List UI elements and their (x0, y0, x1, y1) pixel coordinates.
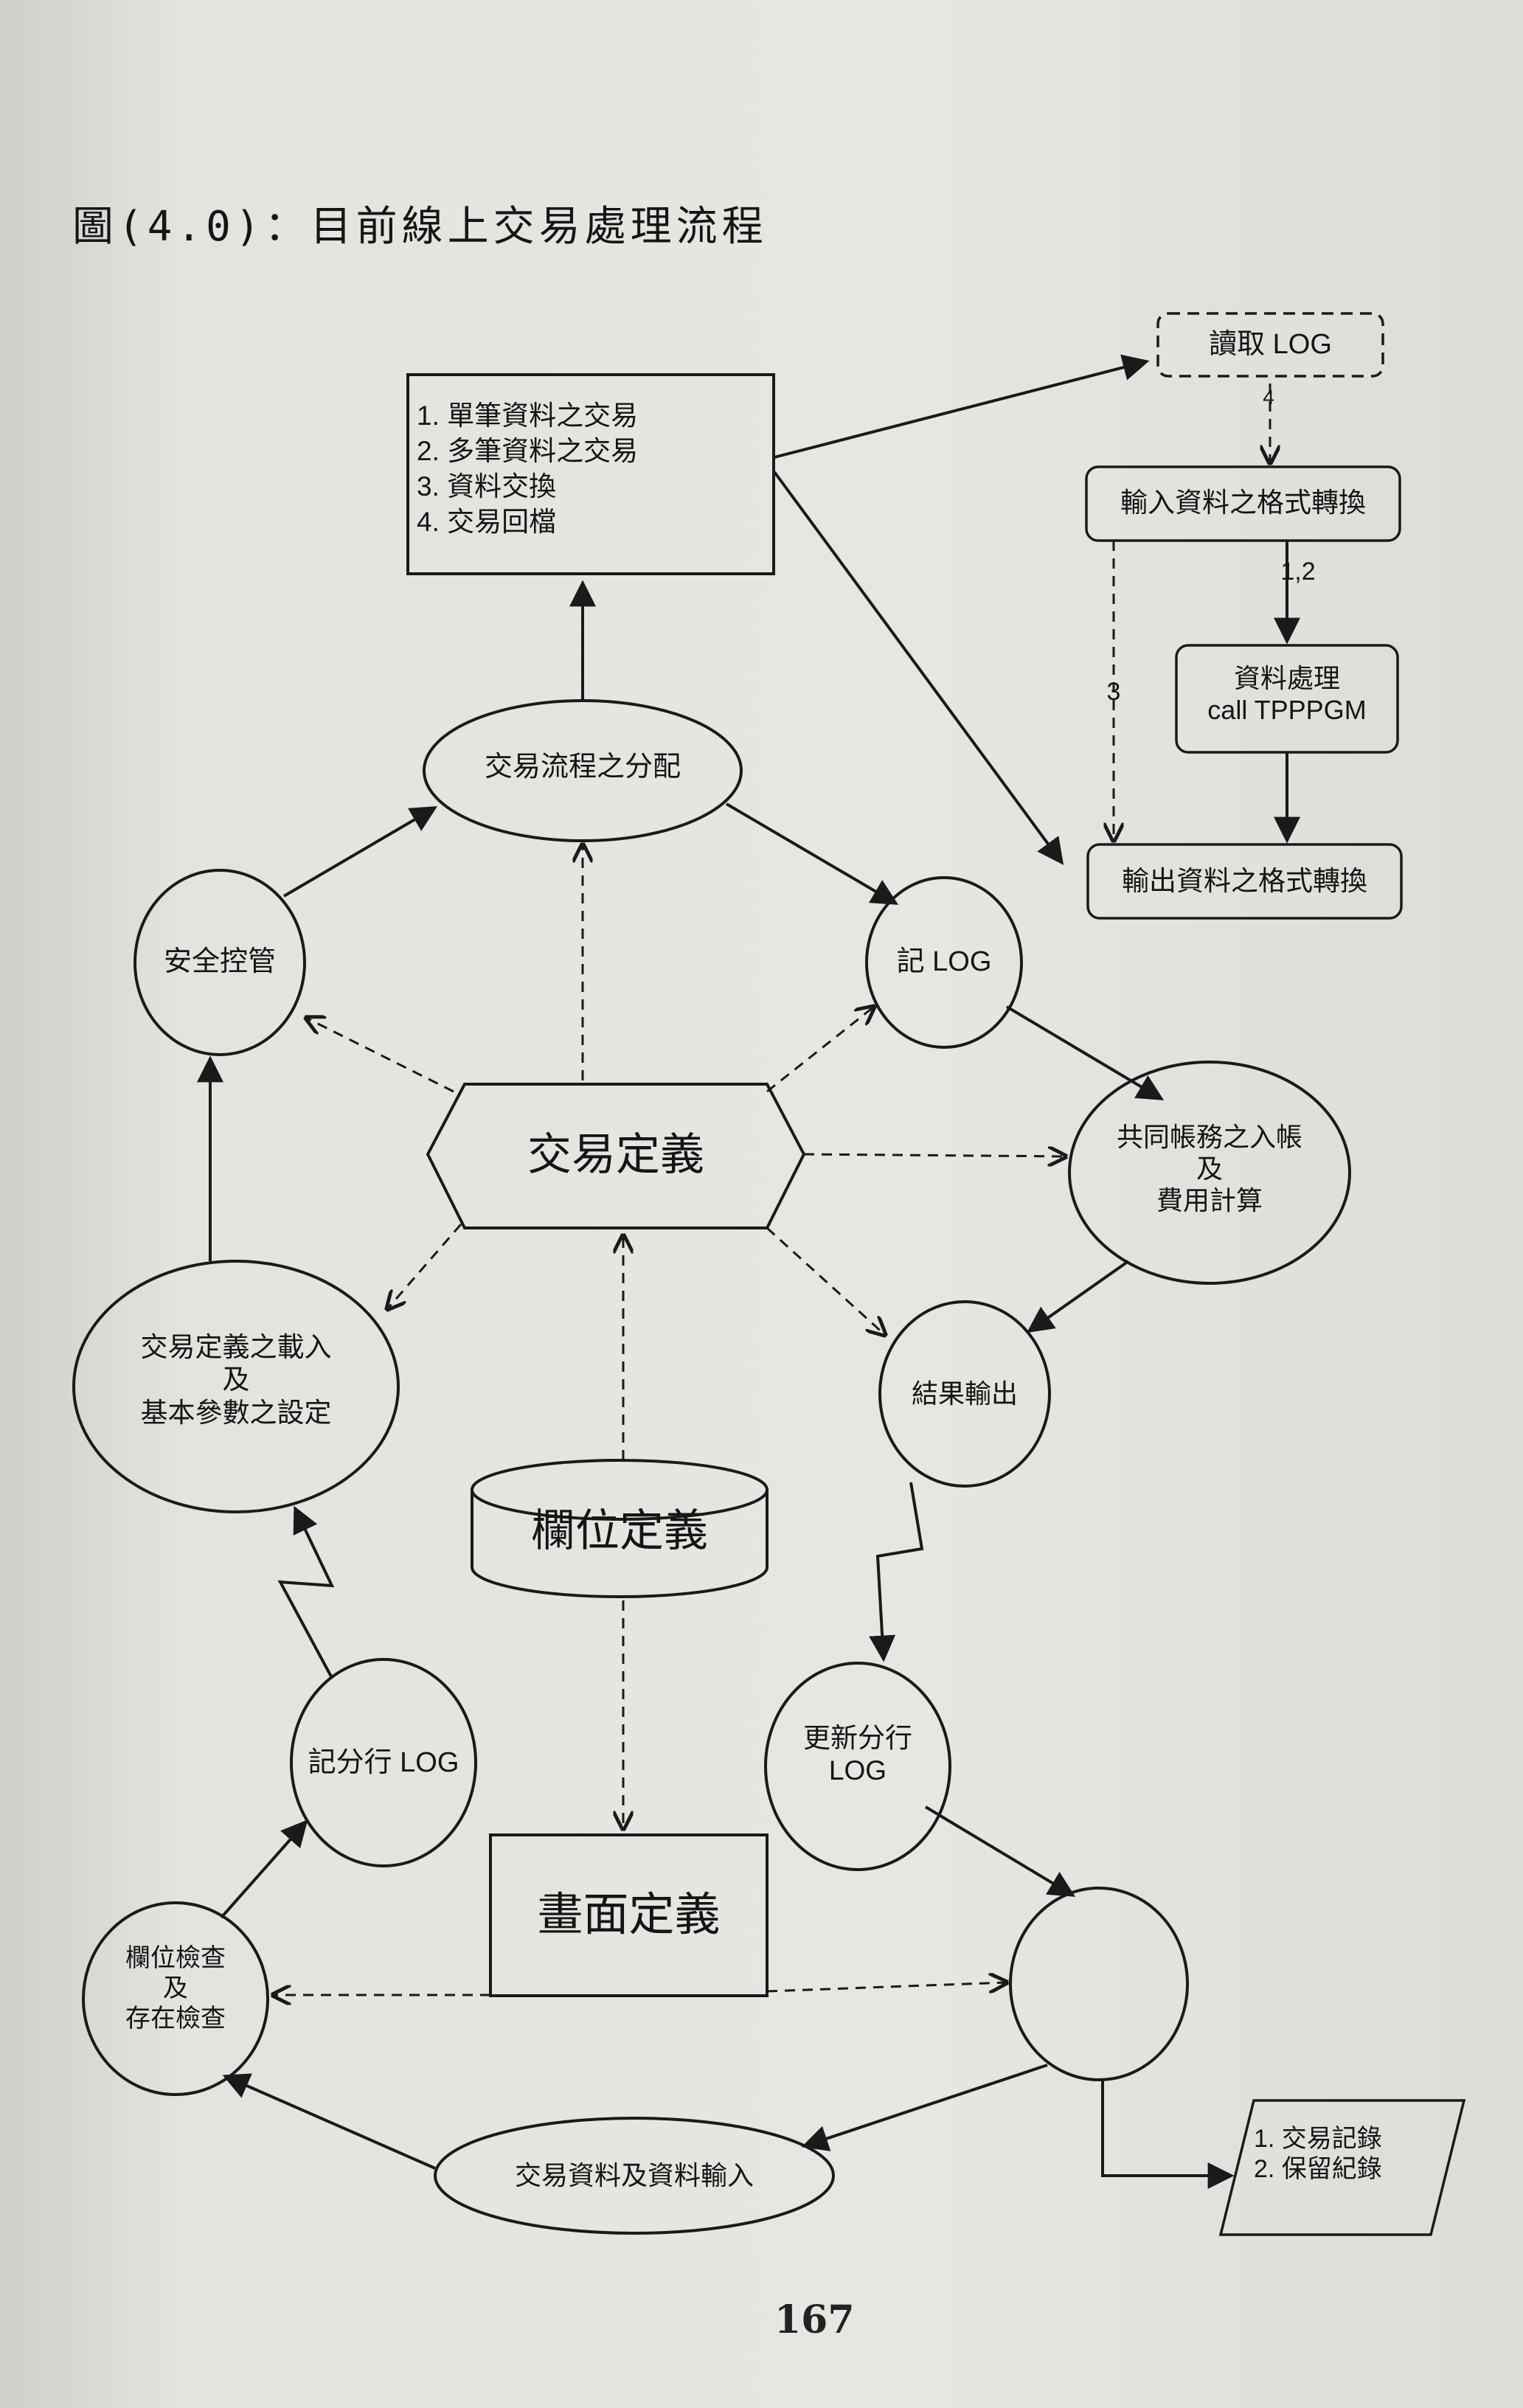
output-format-label: 輸出資料之格式轉換 (1122, 866, 1367, 896)
transaction-input-ellipse (434, 2117, 835, 2235)
faded-process-circle (1009, 1887, 1189, 2081)
load-definition-ellipse (72, 1260, 400, 1513)
edge-def-to-result (766, 1226, 885, 1335)
page-number: 167 (774, 2297, 855, 2342)
shared-account-line-3: 費用計算 (1156, 1185, 1263, 1216)
shared-account-line-2: 及 (1196, 1153, 1223, 1184)
main-item-3: 3. 資料交換 (417, 471, 557, 502)
main-item-2: 2. 多筆資料之交易 (417, 436, 639, 466)
edge-screen-to-faded (766, 1982, 1007, 1991)
read-log-box (1156, 312, 1384, 378)
result-output-label: 結果輸出 (911, 1378, 1018, 1409)
output-format-box (1086, 843, 1403, 920)
load-definition-line-3: 基本參數之設定 (140, 1397, 332, 1428)
branch-log-circle (290, 1658, 477, 1867)
log-circle (865, 876, 1023, 1049)
data-processing-line-1: 資料處理 (1233, 663, 1340, 693)
input-format-box (1085, 465, 1401, 542)
result-output-circle (878, 1300, 1051, 1488)
edge-label-1-2: 1,2 (1280, 558, 1316, 586)
edge-label-4: 4 (1263, 386, 1274, 409)
update-branch-log-line-1: 更新分行 (803, 1723, 912, 1753)
figure-title: 圖(4.0)：目前線上交易處理流程 (72, 203, 768, 251)
data-processing-line-2: call TPPPGM (1207, 695, 1367, 726)
branch-log-label: 記分行 LOG (308, 1747, 459, 1778)
edge-box-to-read-log (774, 354, 1150, 459)
load-definition-line-2: 及 (222, 1364, 250, 1395)
security-label: 安全控管 (163, 946, 276, 977)
field-check-line-3: 存在檢查 (125, 2004, 226, 2033)
edge-def-to-security (306, 1018, 454, 1093)
load-definition-line-1: 交易定義之載入 (140, 1332, 332, 1362)
screen-definition-box (489, 1833, 769, 1997)
log-label: 記 LOG (896, 946, 992, 977)
edge-update-log-to-faded (924, 1805, 1076, 1897)
input-format-label: 輸入資料之格式轉換 (1120, 488, 1366, 518)
edge-faded-to-output-doc (1101, 2080, 1235, 2189)
field-check-label: 欄位檢查 及 存在檢查 (83, 1943, 268, 2033)
data-processing-label: 資料處理 call TPPPGM (1176, 662, 1398, 726)
edge-def-to-shared (803, 1154, 1066, 1156)
edge-label-3: 3 (1106, 678, 1121, 706)
field-definition-cylinder (471, 1459, 769, 1598)
edge-security-to-dispatch (282, 806, 438, 898)
update-branch-log-line-2: LOG (828, 1755, 887, 1786)
field-check-line-2: 及 (163, 1974, 188, 2002)
edge-log-to-shared (1005, 1005, 1165, 1100)
shared-account-label: 共同帳務之入帳 及 費用計算 (1084, 1121, 1335, 1217)
transaction-input-label: 交易資料及資料輸入 (514, 2160, 754, 2190)
output-document-line-2: 2. 保留紀錄 (1254, 2154, 1382, 2183)
screen-definition-label: 畫面定義 (537, 1890, 721, 1940)
main-item-1: 1. 單筆資料之交易 (417, 400, 639, 431)
dispatch-label: 交易流程之分配 (484, 752, 681, 783)
output-document-line-1: 1. 交易記錄 (1254, 2125, 1382, 2153)
edge-dispatch-to-log (725, 802, 899, 905)
edge-input-to-field-check (222, 2073, 436, 2170)
edge-branch-log-to-load (277, 1505, 335, 1679)
load-definition-label: 交易定義之載入 及 基本參數之設定 (81, 1331, 391, 1429)
dispatch-ellipse (423, 699, 743, 842)
edge-def-to-load (387, 1224, 462, 1309)
edge-box-to-output-format (773, 471, 1064, 865)
update-branch-log-circle (764, 1662, 951, 1871)
shared-account-line-1: 共同帳務之入帳 (1116, 1122, 1302, 1152)
edge-shared-to-result (1027, 1260, 1130, 1333)
field-check-line-1: 欄位檢查 (125, 1944, 226, 1972)
update-branch-log-label: 更新分行 LOG (766, 1722, 950, 1788)
edge-field-check-to-branch-log (220, 1819, 308, 1919)
main-item-4: 4. 交易回檔 (417, 507, 557, 537)
field-check-circle (82, 1901, 269, 2096)
main-transaction-box (406, 373, 775, 575)
edge-result-to-update (869, 1482, 924, 1662)
main-transaction-list: 1. 單筆資料之交易 2. 多筆資料之交易 3. 資料交換 4. 交易回檔 (417, 398, 638, 540)
security-circle (133, 869, 306, 1056)
read-log-label: 讀取 LOG (1209, 329, 1332, 360)
edge-faded-to-input (801, 2064, 1048, 2151)
output-document-label: 1. 交易記錄 2. 保留紀錄 (1254, 2124, 1423, 2185)
shared-account-ellipse (1068, 1061, 1351, 1285)
edge-def-to-log (766, 1007, 874, 1093)
transaction-definition-label: 交易定義 (527, 1130, 704, 1179)
field-definition-label: 欄位定義 (531, 1506, 708, 1555)
output-document-parallelogram (1218, 2099, 1466, 2236)
